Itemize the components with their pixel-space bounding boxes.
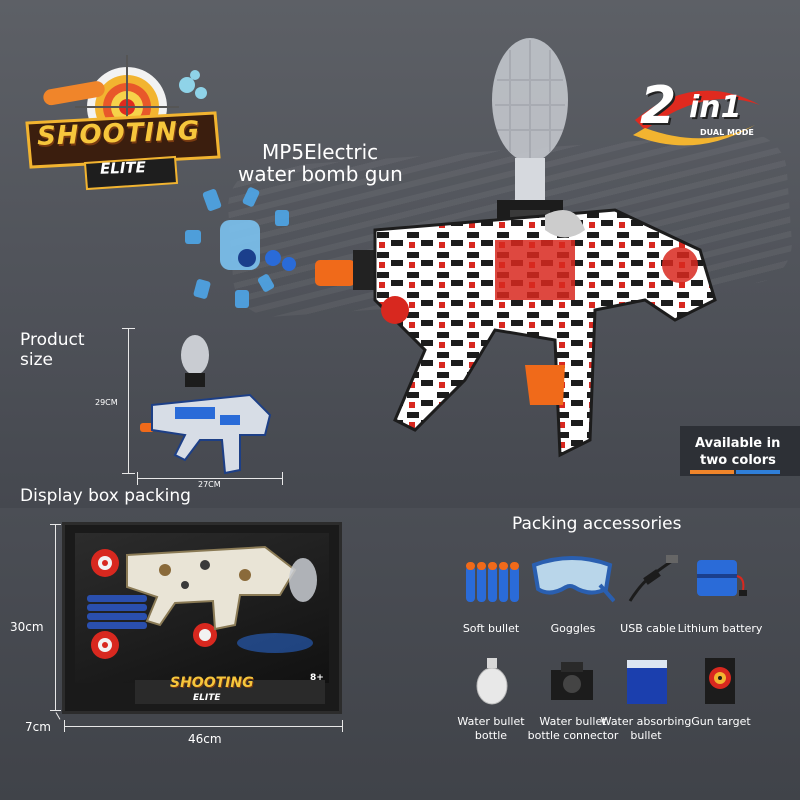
badge-swoosh-icon bbox=[633, 90, 760, 146]
logo-subtitle: ELITE bbox=[99, 158, 147, 178]
bottle-icon bbox=[476, 658, 508, 705]
mp5-gun-main bbox=[315, 190, 735, 460]
headline-line2: water bomb gun bbox=[238, 162, 403, 186]
badge-in1: in1 bbox=[689, 90, 742, 125]
display-box-title: Display box packing bbox=[20, 486, 191, 506]
width-dimension-tick-right bbox=[282, 472, 283, 485]
water-bullet-bottle-large bbox=[485, 30, 575, 245]
display-box-contents bbox=[87, 545, 325, 704]
mp5-gun-small-blue bbox=[140, 335, 275, 475]
height-dimension-line bbox=[128, 328, 129, 473]
width-value: 27CM bbox=[198, 480, 221, 489]
color-swatch-blue bbox=[736, 470, 780, 474]
bottle-connector-image bbox=[547, 660, 597, 705]
logo-title: SHOOTING bbox=[36, 116, 201, 152]
gun-target-image bbox=[703, 656, 738, 706]
target-icon bbox=[25, 55, 221, 191]
lithium-battery-image bbox=[695, 556, 750, 606]
box-width-tick-left bbox=[64, 720, 65, 732]
box-brand-line1: SHOOTING bbox=[170, 675, 254, 691]
box-height-tick-top bbox=[50, 524, 61, 525]
usb-cable-icon bbox=[628, 555, 678, 602]
height-dimension-tick-top bbox=[122, 328, 135, 329]
headline-line1: MP5Electric bbox=[262, 140, 379, 164]
gel-beads-icon bbox=[627, 660, 667, 704]
product-size-label-1: Product bbox=[20, 330, 85, 350]
soft-bullet-image bbox=[462, 560, 522, 605]
available-colors-box bbox=[680, 426, 800, 476]
color-swatch-orange bbox=[690, 470, 734, 474]
usb-cable-image bbox=[620, 555, 680, 607]
goggles-image bbox=[530, 555, 616, 605]
box-height-value: 30cm bbox=[10, 620, 44, 634]
product-size-label-2: size bbox=[20, 350, 53, 370]
accessory-label-usb-cable: USB cable bbox=[620, 622, 676, 635]
height-value: 29CM bbox=[95, 398, 118, 407]
water-absorbing-bullet-image bbox=[625, 658, 670, 706]
soft-bullet-icon bbox=[466, 562, 519, 602]
target-icon bbox=[705, 658, 735, 704]
connector-icon bbox=[551, 662, 593, 700]
battery-icon bbox=[697, 560, 747, 596]
display-box: SHOOTING ELITE 8+ bbox=[62, 522, 342, 714]
height-dimension-tick-bottom bbox=[122, 473, 135, 474]
badge-mode: DUAL MODE bbox=[700, 128, 754, 137]
box-width-line bbox=[64, 726, 342, 727]
accessory-label-goggles: Goggles bbox=[550, 622, 596, 635]
accessories-title: Packing accessories bbox=[512, 514, 682, 534]
shooting-elite-logo: SHOOTING ELITE bbox=[15, 45, 230, 195]
accessory-label-bottle-connector: Water bullet bottle connector bbox=[527, 715, 619, 742]
available-colors-line2: two colors bbox=[700, 453, 776, 468]
box-width-tick-right bbox=[342, 720, 343, 732]
box-depth-value: 7cm bbox=[25, 720, 51, 734]
age-badge: 8+ bbox=[310, 673, 324, 683]
accessory-label-soft-bullet: Soft bullet bbox=[462, 622, 520, 635]
goggles-icon bbox=[531, 556, 616, 603]
badge-number: 2 bbox=[640, 76, 677, 136]
water-bullet-bottle-image bbox=[475, 656, 510, 706]
water-splash-graphic bbox=[165, 180, 315, 330]
width-dimension-line bbox=[137, 478, 282, 479]
accessory-label-water-bullet-bottle: Water bullet bottle bbox=[457, 715, 525, 742]
accessory-label-lithium-battery: Lithium battery bbox=[677, 622, 763, 635]
box-height-tick-bottom bbox=[50, 710, 61, 711]
accessory-label-gun-target: Gun target bbox=[691, 715, 751, 728]
box-height-line bbox=[55, 524, 56, 710]
available-colors-line1: Available in bbox=[695, 436, 781, 451]
two-in-one-badge: 2 in1 DUAL MODE bbox=[625, 76, 765, 155]
box-width-value: 46cm bbox=[188, 732, 222, 746]
width-dimension-tick-left bbox=[137, 472, 138, 485]
box-brand-line2: ELITE bbox=[193, 693, 221, 703]
accessory-label-water-absorbing-bullet: Water absorbing bullet bbox=[600, 715, 692, 742]
